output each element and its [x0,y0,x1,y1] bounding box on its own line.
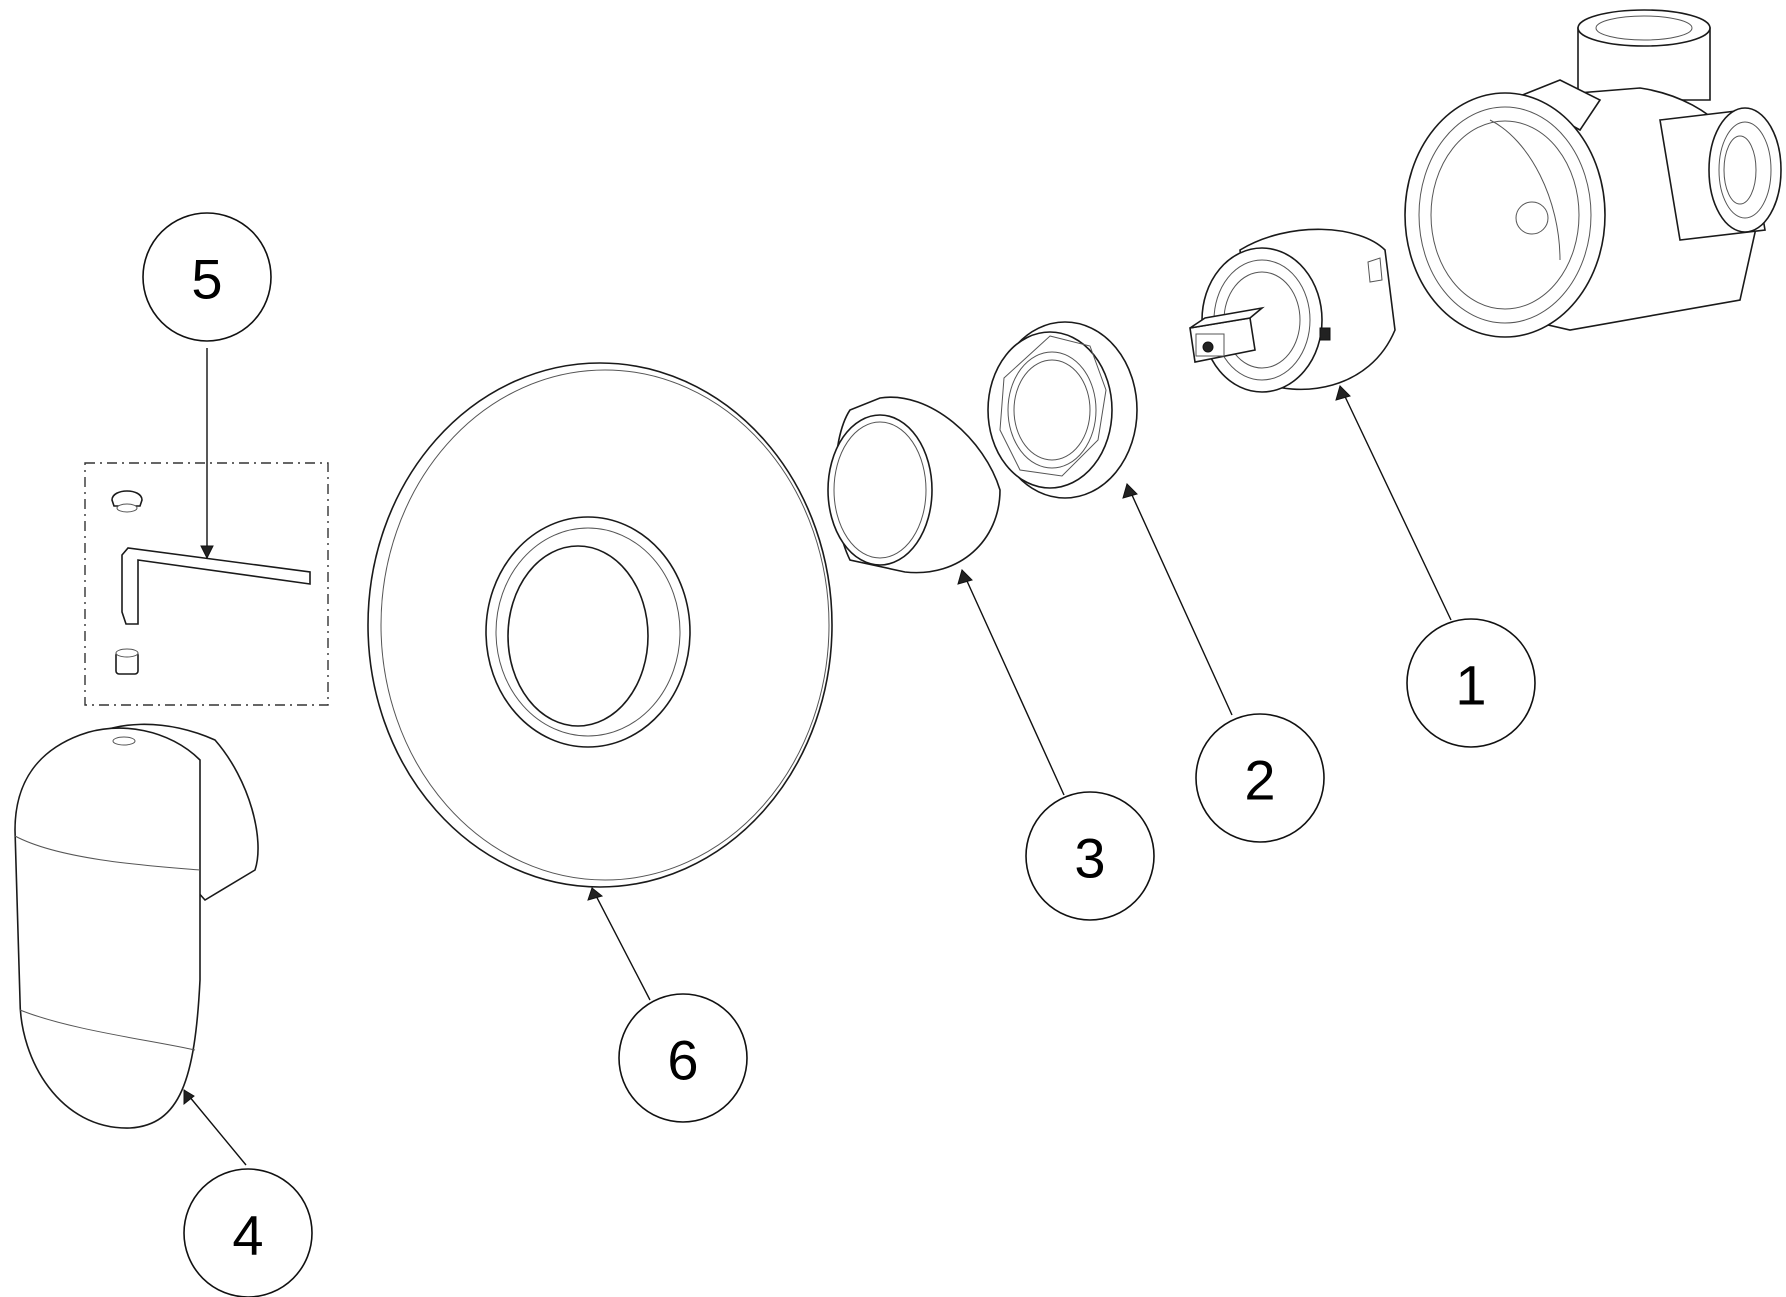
callout-6-label: 6 [667,1029,698,1092]
callout-1: 1 [1406,618,1536,748]
leader-6 [591,887,651,1001]
accessory-kit [84,462,329,706]
callout-2: 2 [1195,713,1325,843]
retaining-nut [987,321,1138,499]
cartridge [1189,228,1396,393]
escutcheon-plate [367,362,833,888]
sleeve [827,396,1001,574]
leader-1 [1339,385,1452,621]
callout-3: 3 [1025,791,1155,921]
callout-6: 6 [618,993,748,1123]
callout-3-label: 3 [1074,827,1105,890]
callout-5-label: 5 [191,248,222,311]
callout-4-label: 4 [232,1204,263,1267]
lever-handle [14,723,259,1129]
leader-2 [1126,483,1233,716]
leader-lines [183,348,1452,1166]
valve-body [1404,9,1782,338]
callout-2-label: 2 [1244,749,1275,812]
leader-3 [961,569,1065,796]
callout-1-label: 1 [1455,654,1486,717]
callout-5: 5 [142,212,272,342]
leader-4 [183,1089,247,1166]
callout-4: 4 [183,1168,313,1297]
